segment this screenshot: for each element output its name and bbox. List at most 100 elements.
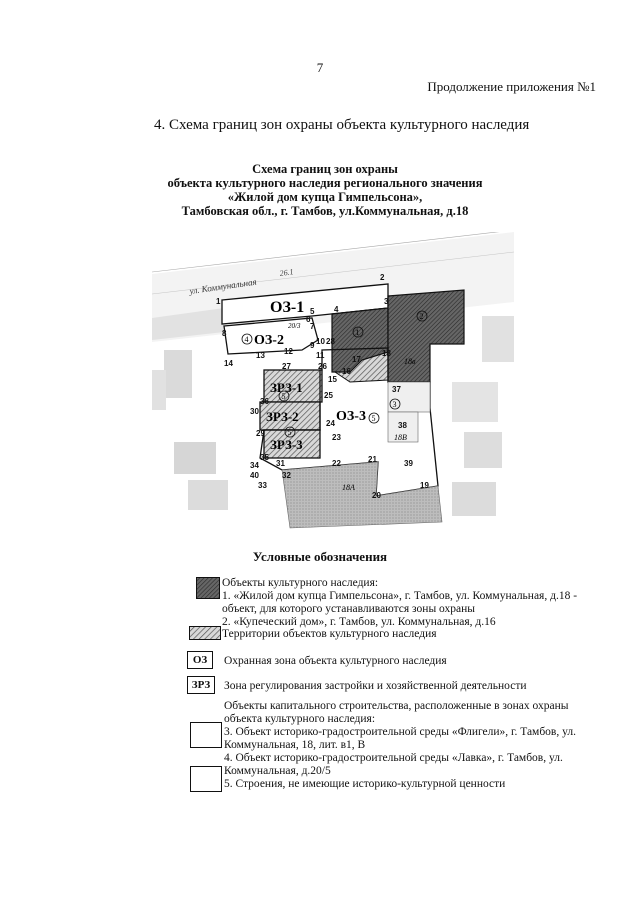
protection-zones-map: ул. Коммунальная 26.1 ОЗ-1 ОЗ-2 ОЗ-3 ЗРЗ… [152, 232, 514, 529]
grey-block [281, 461, 443, 529]
zone-zrz3 [263, 429, 321, 459]
legend-heritage-swatch [196, 577, 220, 599]
map-title-line-2: объекта культурного наследия регионально… [167, 176, 483, 190]
svg-text:1: 1 [356, 328, 360, 337]
legend-capital-4a: 4. Объект историко-градостроительной сре… [224, 752, 563, 764]
circle-mark-5c: 5 [284, 426, 296, 438]
appendix-continuation: Продолжение приложения №1 [427, 79, 596, 94]
building-label-18B: 18В [394, 433, 407, 442]
legend-capital-4b: Коммунальная, д.20/5 [224, 765, 331, 777]
point-2: 2 [380, 273, 385, 282]
point-15: 15 [328, 375, 337, 384]
legend-heritage-2: 2. «Купеческий дом», г. Тамбов, ул. Комм… [222, 616, 496, 628]
building-18v [387, 381, 431, 413]
point-23: 23 [332, 433, 341, 442]
point-6: 6 [306, 315, 311, 324]
map-title-line-3: «Жилой дом купца Гимпельсона», [227, 190, 423, 204]
legend-capital-swatch-3-4 [190, 722, 222, 748]
point-25: 25 [324, 391, 333, 400]
circle-mark-2: 2 [416, 310, 428, 322]
point-8: 8 [222, 329, 227, 338]
label-zrz3: ЗРЗ-3 [270, 437, 303, 452]
point-40: 40 [250, 471, 259, 480]
section-title: 4. Схема границ зон охраны объекта культ… [154, 117, 530, 133]
point-11: 11 [316, 351, 325, 360]
point-38: 38 [398, 421, 407, 430]
zone-zrz1 [263, 369, 323, 403]
point-35: 35 [260, 453, 269, 462]
point-5: 5 [310, 307, 315, 316]
page-number: 7 [316, 60, 324, 75]
point-4: 4 [334, 305, 339, 314]
label-oz1: ОЗ-1 [270, 299, 304, 316]
point-1: 1 [216, 297, 221, 306]
label-oz2: ОЗ-2 [254, 333, 284, 348]
legend-capital-header-2: объекта культурного наследия: [224, 713, 376, 725]
label-oz3: ОЗ-3 [336, 409, 366, 424]
point-18: 18 [382, 349, 391, 358]
legend-capital-3a: 3. Объект историко-градостроительной сре… [224, 726, 576, 738]
point-30: 30 [250, 407, 259, 416]
circle-mark-1: 1 [352, 326, 364, 338]
legend-title: Условные обозначения [252, 549, 388, 564]
point-17: 17 [352, 355, 361, 364]
legend-heritage-1: 1. «Жилой дом купца Гимпельсона», г. Там… [222, 590, 578, 602]
point-32: 32 [282, 471, 291, 480]
svg-text:4: 4 [245, 335, 249, 344]
zone-zrz2 [259, 401, 321, 431]
point-24: 24 [326, 419, 335, 428]
point-3: 3 [384, 297, 389, 306]
legend-capital-3b: Коммунальная, 18, лит. в1, В [224, 739, 366, 751]
point-39: 39 [404, 459, 413, 468]
point-28: 28 [326, 337, 335, 346]
circle-mark-4: 4 [241, 333, 253, 345]
svg-text:5: 5 [288, 428, 292, 437]
label-zrz2: ЗРЗ-2 [266, 409, 299, 424]
point-37: 37 [392, 385, 401, 394]
legend-territory-swatch [189, 626, 221, 640]
map-title-line-1: Схема границ зон охраны [252, 162, 398, 176]
legend-heritage-header: Объекты культурного наследия: [222, 577, 379, 589]
heritage-object-2 [387, 289, 465, 383]
building-label-20: 20/3 [288, 322, 301, 330]
point-22: 22 [332, 459, 341, 468]
circle-mark-3: 3 [389, 398, 401, 410]
point-33: 33 [258, 481, 267, 490]
legend-capital-swatch-5 [190, 766, 222, 792]
point-31: 31 [276, 459, 285, 468]
legend-oz-box: ОЗ [187, 651, 213, 669]
point-10: 10 [316, 337, 325, 346]
label-zrz1: ЗРЗ-1 [270, 380, 303, 395]
zone-oz2 [223, 317, 319, 355]
circle-mark-5b: 5 [278, 390, 290, 402]
street-number: 26.1 [279, 267, 294, 278]
point-20: 20 [372, 491, 381, 500]
point-14: 14 [224, 359, 233, 368]
point-29: 29 [256, 429, 265, 438]
point-9: 9 [310, 341, 315, 350]
point-36: 36 [260, 397, 269, 406]
legend-heritage-1b: объект, для которого устанавливаются зон… [222, 603, 475, 615]
svg-text:5: 5 [372, 414, 376, 423]
point-7: 7 [310, 322, 315, 331]
legend-zrz-box: ЗРЗ [187, 676, 215, 694]
legend-oz-text: Охранная зона объекта культурного наслед… [224, 655, 447, 667]
svg-text:5: 5 [282, 392, 286, 401]
svg-text:3: 3 [393, 400, 397, 409]
map-title-line-4: Тамбовская обл., г. Тамбов, ул.Коммуналь… [181, 204, 469, 218]
legend-capital-text: Объекты капитального строительства, расп… [224, 700, 576, 791]
point-12: 12 [284, 347, 293, 356]
legend-capital-5: 5. Строения, не имеющие историко-культур… [224, 778, 506, 790]
point-26: 26 [318, 362, 327, 371]
building-18B [387, 411, 419, 443]
map-title: Схема границ зон охраны объекта культурн… [120, 162, 530, 218]
point-27: 27 [282, 362, 291, 371]
point-21: 21 [368, 455, 377, 464]
building-label-18v: 18в [404, 357, 416, 366]
svg-text:2: 2 [420, 312, 424, 321]
point-19: 19 [420, 481, 429, 490]
point-13: 13 [256, 351, 265, 360]
legend-capital-header-1: Объекты капитального строительства, расп… [224, 700, 569, 712]
building-label-18A: 18А [342, 483, 355, 492]
point-34: 34 [250, 461, 259, 470]
